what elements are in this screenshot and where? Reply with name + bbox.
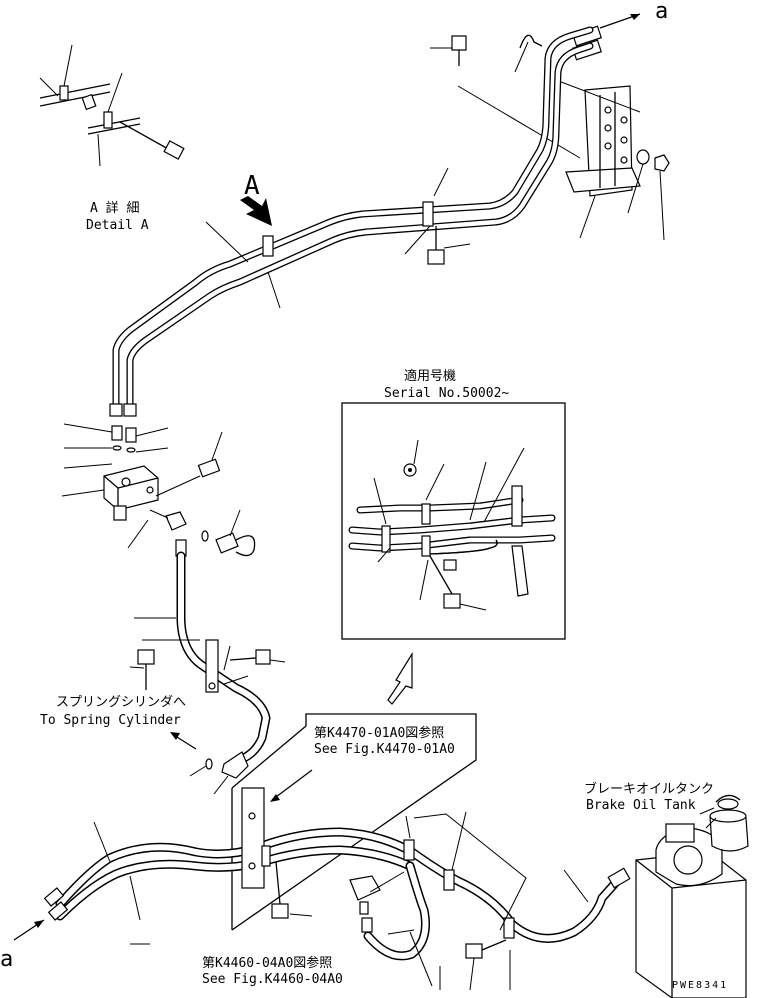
detail-arrow-label: A [244, 171, 260, 201]
top-right-assembly: a [430, 0, 670, 241]
middle-hose [129, 539, 286, 795]
tank-jp: ブレーキオイルタンク [584, 781, 714, 797]
reference-1: 第K4470-01A0図参照 See Fig.K4470-01A0 [231, 713, 477, 931]
drawing-code: PWE8341 [672, 980, 728, 991]
detail-a-sketch: A 詳 細 Detail A [39, 44, 185, 233]
serial-en: Serial No.50002~ [384, 386, 509, 401]
detail-a-en: Detail A [86, 218, 149, 233]
ref2-en: See Fig.K4460-04A0 [202, 972, 343, 987]
serial-inset: 適用号機 Serial No.50002~ [341, 368, 566, 640]
detail-a-arrow: A [240, 171, 272, 226]
spring-cylinder-en: To Spring Cylinder [40, 713, 181, 728]
detail-a-jp: A 詳 細 [90, 200, 139, 216]
valve-block [61, 403, 256, 557]
ref2-jp: 第K4460-04A0図参照 [202, 955, 332, 971]
serial-jp: 適用号機 [404, 368, 456, 384]
lower-hoses: a [0, 787, 623, 991]
brake-oil-tank: ブレーキオイルタンク Brake Oil Tank [584, 781, 749, 998]
ref1-jp: 第K4470-01A0図参照 [314, 725, 444, 741]
upper-pipes [112, 26, 594, 412]
spring-cylinder-jp: スプリングシリンダへ [56, 695, 186, 710]
reference-2: 第K4460-04A0図参照 See Fig.K4460-04A0 [202, 955, 343, 987]
serial-inset-frame [341, 402, 566, 640]
inset-arrow [387, 651, 413, 705]
ref-a-top: a [655, 0, 668, 24]
ref1-en: See Fig.K4470-01A0 [314, 742, 455, 757]
tank-en: Brake Oil Tank [586, 798, 696, 813]
ref-a-bottom: a [0, 947, 13, 972]
